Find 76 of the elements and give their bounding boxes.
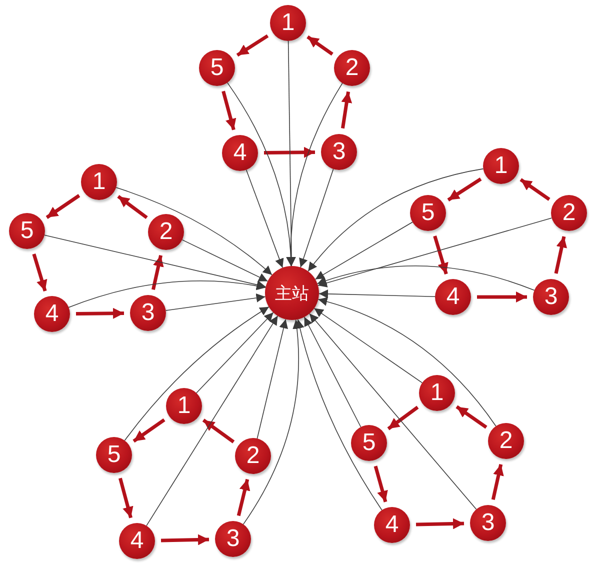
arrow: [152, 255, 164, 290]
arrow: [227, 82, 296, 266]
arrow: [554, 236, 568, 274]
numbered-circle: 1: [483, 148, 519, 184]
numbered-circle: 5: [351, 425, 387, 461]
numbered-circle: 5: [96, 437, 132, 473]
arrow: [146, 316, 278, 526]
numbered-circle: 1: [166, 388, 202, 424]
arrow: [132, 418, 166, 443]
numbered-circle: 1: [270, 5, 306, 41]
arrow: [236, 478, 250, 516]
arrow: [416, 518, 464, 530]
numbered-circle: 2: [334, 50, 370, 86]
arrow: [196, 312, 274, 394]
arrow: [299, 168, 334, 268]
arrow: [44, 234, 266, 290]
arrow: [246, 170, 284, 268]
arrow: [316, 266, 535, 291]
arrow: [286, 40, 296, 266]
numbered-circle: 5: [9, 213, 45, 249]
arrow: [76, 308, 124, 319]
arrow: [340, 91, 352, 129]
hub-circle: 主站: [265, 266, 319, 320]
arrow: [433, 236, 448, 274]
arrow: [182, 239, 268, 282]
numbered-circle: 4: [222, 135, 258, 171]
arrow: [286, 82, 343, 266]
arrow: [491, 464, 504, 500]
numbered-circle: 1: [419, 375, 455, 411]
numbered-circle: 3: [321, 134, 357, 170]
arrow: [306, 35, 334, 56]
arrow: [309, 313, 477, 510]
numbered-circle: 3: [215, 521, 251, 557]
numbered-circle: 2: [235, 438, 271, 474]
arrow: [242, 319, 302, 525]
arrow: [264, 146, 316, 158]
numbered-circle: 3: [470, 505, 506, 541]
arrow: [296, 319, 382, 510]
arrow: [456, 405, 488, 429]
arrow: [520, 178, 550, 201]
numbered-circle: 3: [130, 295, 166, 331]
numbered-circle: 3: [533, 279, 569, 315]
arrow: [374, 466, 388, 502]
numbered-circle: 5: [199, 50, 235, 86]
arrow: [314, 308, 423, 384]
arrow: [116, 187, 272, 276]
arrow: [118, 478, 134, 518]
arrow: [477, 292, 527, 302]
numbered-circle: 2: [488, 423, 524, 459]
arrow: [308, 168, 484, 272]
arrow: [165, 293, 266, 311]
numbered-circle: 4: [374, 507, 410, 543]
arrow: [202, 418, 235, 444]
arrow: [46, 194, 80, 219]
numbered-circle: 1: [81, 164, 117, 200]
arrow: [318, 297, 496, 426]
arrow: [318, 218, 552, 288]
numbered-circle: 5: [410, 195, 446, 231]
arrow: [304, 316, 362, 428]
arrow: [447, 178, 482, 202]
arrow: [236, 34, 269, 57]
arrow: [160, 534, 210, 546]
arrow: [124, 306, 270, 441]
arrow: [387, 406, 419, 430]
numbered-circle: 4: [119, 523, 155, 559]
numbered-circle: 4: [34, 296, 70, 332]
arrow: [318, 289, 436, 298]
arrow: [32, 254, 48, 292]
arrow: [68, 280, 266, 308]
arrow: [314, 222, 413, 280]
numbered-circle: 2: [148, 214, 184, 250]
numbered-circle: 2: [551, 195, 587, 231]
arrow: [256, 318, 288, 439]
arrow: [117, 195, 148, 219]
arrow: [222, 90, 236, 130]
numbered-circle: 4: [435, 279, 471, 315]
